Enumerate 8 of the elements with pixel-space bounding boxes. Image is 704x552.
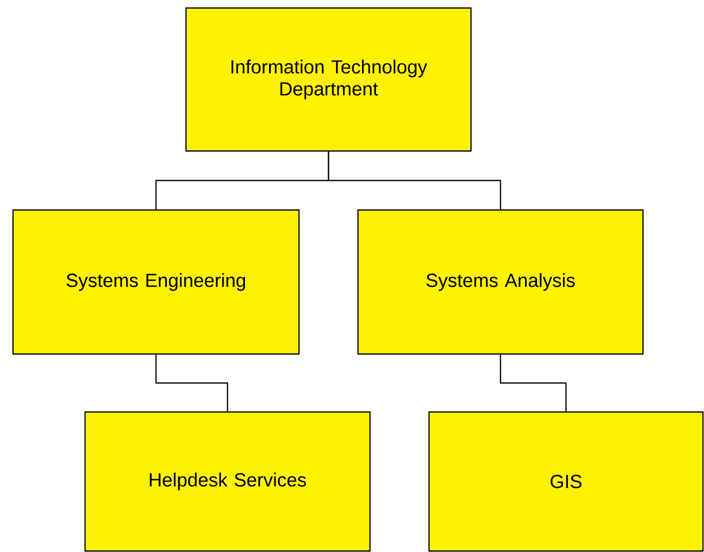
org-box: Helpdesk Services: [84, 411, 371, 552]
org-box: GIS: [428, 411, 704, 552]
org-box: Systems Engineering: [12, 209, 300, 355]
connector-line: [328, 152, 502, 210]
org-box: Information Technology Department: [185, 7, 472, 152]
connector-line: [500, 354, 567, 412]
connector-line: [155, 354, 228, 412]
org-box: Systems Analysis: [357, 209, 644, 355]
